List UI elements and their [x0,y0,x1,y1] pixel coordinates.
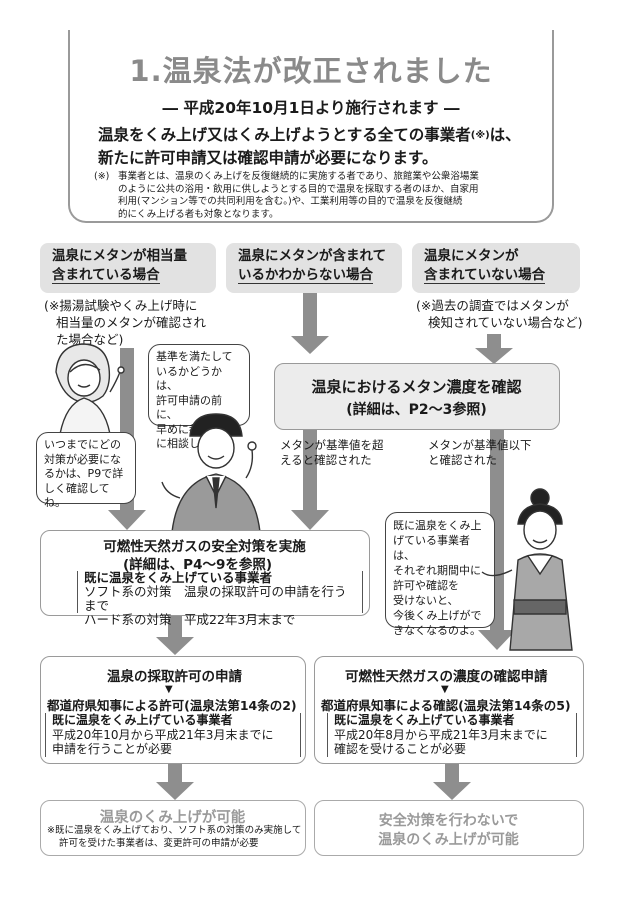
bubble-line: 対策が必要にな [44,452,121,466]
case-methane-unknown: 温泉にメタンが含まれて いるかわからない場合 [226,243,402,293]
result-left-note: ※既に温泉をくみ上げており、ソフト系の対策のみ実施して 許可を受けた事業者は、変… [47,825,303,850]
safety-title: 可燃性天然ガスの安全対策を実施 [103,539,306,555]
page-subtitle: ― 平成20年10月1日より施行されます ― [162,99,460,117]
permit-triangle-icon: ▼ [165,684,173,695]
case-note-line: た場合など) [56,332,124,347]
confirm-panel: 可燃性天然ガスの濃度の確認申請 ▼ 都道府県知事による確認(温泉法第14条の5)… [314,656,584,764]
bubble-line: いるかどうかは、 [156,364,222,393]
case-note-right: (※過去の調査ではメタンが 検知されていない場合など) [416,297,588,331]
safety-soft: ソフト系の対策 温泉の採取許可の申請を行うまで [84,584,347,613]
case-label-line2: いるかわからない場合 [238,267,373,284]
arrow-check-to-confirm [478,430,516,650]
bubble-line: 許可申請の前に、 [156,393,222,422]
condition-line: メタンが基準値を超 [280,438,384,452]
confirm-existing: 既に温泉をくみ上げている事業者 [334,713,515,727]
main-line1: 温泉をくみ上げ又はくみ上げようとする全ての事業者 [98,126,471,144]
bubble-line: 許可や確認を [393,579,459,592]
methane-check-ref: (詳細は、P2〜3参照) [346,402,487,418]
condition-line: えると確認された [280,453,372,467]
result-right-panel: 安全対策を行わないで 温泉のくみ上げが可能 [314,800,584,856]
arrow-check-to-safety [291,430,329,530]
footnote-line: 事業者とは、温泉のくみ上げを反復継続的に実施する者であり、旅館業や公衆浴場業 [118,171,479,182]
footnote-mark: (※) [94,171,110,182]
page-title: 1.温泉法が改正されました [129,54,493,88]
case-methane-absent: 温泉にメタンが 含まれていない場合 [412,243,580,293]
case-label-line2: 含まれている場合 [52,267,160,284]
footnote-line: のように公共の浴用・飲用に供しようとする目的で温泉を採取する者のほか、自家用 [118,183,479,195]
condition-line: メタンが基準値以下 [428,438,532,452]
result-right-line1: 安全対策を行わないで [378,813,519,829]
safety-ref: (詳細は、P4〜9を参照) [123,557,273,573]
result-left-note-line1: ※既に温泉をくみ上げており、ソフト系の対策のみ実施して [47,825,302,836]
header-panel: 1.温泉法が改正されました ― 平成20年10月1日より施行されます ― 温泉を… [68,30,554,223]
case-label-line2: 含まれていない場合 [424,267,546,284]
permit-title: 温泉の採取許可の申請 [107,669,242,685]
safety-hard: ハード系の対策 平成22年3月末まで [84,612,296,627]
bubble-line: げている事業者は、 [393,534,470,562]
permit-panel: 温泉の採取許可の申請 ▼ 都道府県知事による許可(温泉法第14条の2) 既に温泉… [40,656,306,764]
permit-period: 平成20年10月から平成21年3月末までに [52,727,274,742]
main-line2: 新たに許可申請又は確認申請が必要になります。 [98,149,438,167]
case-note-line: 相当量のメタンが確認され [56,315,207,330]
bubble-line: るかは、P9で詳 [44,467,124,480]
bubble-line: いつまでにどの [44,438,121,451]
case-label-line1: 温泉にメタンが [424,248,519,264]
permit-existing-box: 既に温泉をくみ上げている事業者 平成20年10月から平成21年3月末までに 申請… [45,713,301,757]
permit-subtitle: 都道府県知事による許可(温泉法第14条の2) [47,698,297,713]
bubble-line: きなくなるのよ。 [393,624,481,637]
arrow-confirm-to-result [433,762,471,800]
confirm-triangle-icon: ▼ [441,684,449,695]
result-right-line2: 温泉のくみ上げが可能 [378,832,519,848]
bubble-line: それぞれ期間中に [393,564,481,577]
footnote-line: 利用(マンション等での共同利用を含む。)や、工業利用等の目的で温泉を反復継続 [118,196,463,207]
condition-below: メタンが基準値以下 と確認された [428,438,558,468]
result-left-note-line2: 許可を受けた事業者は、変更許可の申請が必要 [59,837,259,849]
case-label-line1: 温泉にメタンが含まれて [238,248,387,264]
confirm-subtitle: 都道府県知事による確認(温泉法第14条の5) [321,698,571,713]
case-note-line: (※揚湯試験やくみ上げ時に [44,298,198,313]
condition-above: メタンが基準値を超 えると確認された [280,438,410,468]
main-statement: 温泉をくみ上げ又はくみ上げようとする全ての事業者(※)は、 新たに許可申請又は確… [98,124,548,170]
confirm-period: 平成20年8月から平成21年3月末までに [334,727,548,742]
bubble-woman-right: 既に温泉をくみ上 げている事業者は、 それぞれ期間中に 許可や確認を 受けないと… [385,512,495,637]
safety-existing-box: 既に温泉をくみ上げている事業者 ソフト系の対策 温泉の採取許可の申請を行うまで … [77,570,363,627]
methane-check-box: 温泉におけるメタン濃度を確認 (詳細は、P2〜3参照) [274,363,560,430]
permit-existing: 既に温泉をくみ上げている事業者 [52,713,233,727]
bubble-line: 基準を満たして [156,350,233,363]
result-left-title: 温泉のくみ上げが可能 [99,810,246,826]
safety-panel: 可燃性天然ガスの安全対策を実施 (詳細は、P4〜9を参照) 既に温泉をくみ上げて… [40,530,370,627]
confirm-title: 可燃性天然ガスの濃度の確認申請 [345,669,548,685]
confirm-requirement: 確認を受けることが必要 [334,742,467,756]
arrow-middle-to-check [291,292,329,354]
permit-requirement: 申請を行うことが必要 [52,742,173,756]
result-left-panel: 温泉のくみ上げが可能 ※既に温泉をくみ上げており、ソフト系の対策のみ実施して 許… [40,800,306,856]
case-note-line: (※過去の調査ではメタンが [416,298,569,313]
bubble-line: 今後くみ上げがで [393,609,482,622]
case-note-line: 検知されていない場合など) [428,315,583,330]
main-line1-end: は、 [489,126,521,144]
condition-line: と確認された [428,453,497,467]
case-label-line1: 温泉にメタンが相当量 [52,248,187,264]
case-methane-present: 温泉にメタンが相当量 含まれている場合 [40,243,216,293]
methane-check-title: 温泉におけるメタン濃度を確認 [311,378,522,396]
safety-existing: 既に温泉をくみ上げている事業者 [84,570,273,585]
footnote-line: 的にくみ上げる者も対象となります。 [118,208,279,220]
arrow-safety-to-permit [156,615,194,655]
bubble-woman-left: いつまでにどの 対策が必要にな るかは、P9で詳 しく確認してね。 [36,432,136,509]
footnote-ref: (※) [470,130,490,141]
arrow-right-to-check [475,334,513,364]
bubble-line: 既に温泉をくみ上 [393,519,482,532]
footnote: (※) 事業者とは、温泉のくみ上げを反復継続的に実施する者であり、旅館業や公衆浴… [94,171,549,221]
bubble-line: 受けないと、 [393,594,459,607]
case-note-left: (※揚湯試験やくみ上げ時に 相当量のメタンが確認され た場合など) [44,297,220,348]
bubble-line: しく確認してね。 [44,481,110,510]
confirm-existing-box: 既に温泉をくみ上げている事業者 平成20年8月から平成21年3月末までに 確認を… [327,713,577,757]
arrow-permit-to-result [156,762,194,800]
